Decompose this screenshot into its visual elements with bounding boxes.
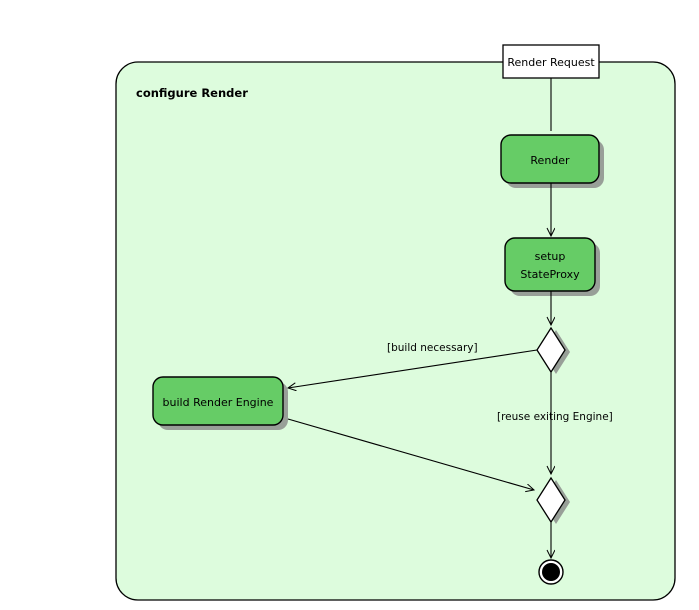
frame-border: [115, 61, 676, 601]
merge-node[interactable]: [536, 476, 570, 524]
edge-decision-to-build-engine: [build necessary]: [288, 342, 538, 388]
edge-decision-to-merge: [reuse exiting Engine]: [497, 372, 613, 474]
edge-build-engine-to-merge: [287, 418, 534, 490]
render-node-label: Render: [530, 154, 570, 167]
entry-point-box: [502, 44, 600, 79]
render-node-body: [500, 134, 600, 184]
activity-node-build-render-engine[interactable]: build Render Engine: [152, 376, 288, 430]
build-engine-node-label: build Render Engine: [163, 396, 274, 409]
setup-node-label-line2: StateProxy: [520, 268, 580, 281]
activity-frame: configure Render: [115, 61, 676, 601]
activity-node-render[interactable]: Render: [500, 134, 604, 188]
entry-point-label: Render Request: [507, 56, 595, 69]
activity-node-setup-stateproxy[interactable]: setup StateProxy: [504, 237, 600, 296]
build-engine-node-body: [152, 376, 284, 426]
final-node-core: [542, 563, 560, 581]
frame-title: configure Render: [136, 86, 248, 100]
decision-node[interactable]: [536, 326, 570, 374]
setup-node-label-line1: setup: [535, 250, 566, 263]
entry-point-node: Render Request: [502, 44, 600, 79]
guard-label-build-necessary: [build necessary]: [387, 342, 478, 354]
setup-node-body: [504, 237, 596, 292]
final-node[interactable]: [538, 559, 564, 585]
guard-label-reuse-exiting-engine: [reuse exiting Engine]: [497, 411, 613, 423]
